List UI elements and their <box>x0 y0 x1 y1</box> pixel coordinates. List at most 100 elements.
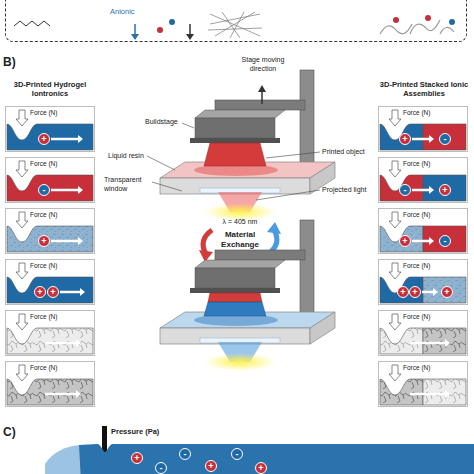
force-arrow <box>389 212 401 228</box>
gel <box>380 328 423 354</box>
ion-circle: + <box>205 460 217 472</box>
stage-top <box>195 260 285 268</box>
motion-arrow <box>410 393 446 396</box>
force-arrow <box>389 263 401 279</box>
force-label: Force (N) <box>30 313 57 320</box>
printer-arm <box>215 100 305 110</box>
force-arrow <box>16 161 28 177</box>
force-arrow <box>16 263 28 279</box>
ionic-band: Pressure (Pa)+--+-+ <box>45 442 474 474</box>
ion-sign: + <box>48 287 58 297</box>
motion-arrow-head <box>429 135 434 143</box>
gel <box>380 277 423 303</box>
gel <box>380 226 423 252</box>
motion-arrow <box>261 91 263 104</box>
ion-dot <box>393 17 399 23</box>
test-panel: Force (N) <box>5 310 95 356</box>
motion-arrow <box>60 291 81 294</box>
vat-front <box>160 178 310 194</box>
build-plate <box>190 288 280 293</box>
gel <box>423 124 466 150</box>
force-arrow <box>389 314 401 330</box>
ion-sign: - <box>400 185 410 195</box>
text-label: Stage moving direction <box>236 56 290 73</box>
test-panel: Force (N) <box>5 361 95 407</box>
exchange-arrow <box>203 230 212 254</box>
text-label: λ = 405 nm <box>215 218 265 227</box>
test-panel: Force (N)+- <box>378 106 468 152</box>
test-panel: Force (N)++ <box>5 259 95 305</box>
ion-dot <box>449 19 455 25</box>
printer-bottom <box>160 220 335 371</box>
test-panel: Force (N)+++ <box>378 259 468 305</box>
force-label: Force (N) <box>30 364 57 371</box>
stage-front <box>195 268 275 288</box>
force-label: Force (N) <box>403 109 430 116</box>
force-arrow <box>389 365 401 381</box>
text-label: C) <box>3 426 16 440</box>
force-arrow <box>16 365 28 381</box>
ion-circle: - <box>439 133 451 145</box>
motion-arrow-head <box>78 186 83 194</box>
text-label: Projected light <box>322 186 366 195</box>
motion-arrow-head <box>78 237 83 245</box>
force-label: Force (N) <box>403 211 430 218</box>
motion-arrow <box>412 138 430 141</box>
ion-sign: + <box>398 287 408 297</box>
test-panel: Force (N) <box>378 310 468 356</box>
motion-arrow <box>412 240 430 243</box>
gel <box>7 379 93 405</box>
ion-sign: + <box>256 463 266 473</box>
ion-sign: - <box>39 185 49 195</box>
ion-circle: + <box>409 286 421 298</box>
test-panel: Force (N)- <box>5 157 95 203</box>
ion-sign: + <box>440 185 450 195</box>
gel <box>380 379 423 405</box>
motion-arrow-head <box>76 339 81 347</box>
vat-front <box>160 328 310 344</box>
ion-circle: + <box>38 133 50 145</box>
gel <box>7 328 93 354</box>
force-label: Force (N) <box>30 211 57 218</box>
motion-arrow-head <box>433 288 438 296</box>
motion-arrow-head <box>258 85 266 92</box>
polymer-brush <box>380 20 454 34</box>
ion-sign: + <box>39 134 49 144</box>
force-arrow <box>16 314 28 330</box>
ion-sign: - <box>440 134 450 144</box>
build-plate <box>190 138 280 143</box>
text-label: Liquid resin <box>108 152 144 161</box>
ion-circle: - <box>439 235 451 247</box>
gel <box>380 124 423 150</box>
ion-sign: + <box>410 287 420 297</box>
motion-arrow <box>45 393 77 396</box>
text-label: 3D-Printed Stacked Ionic Assemblies <box>377 80 471 98</box>
ion-sign: + <box>39 236 49 246</box>
force-arrow <box>389 161 401 177</box>
ion-circle: + <box>441 286 453 298</box>
ion-circle: + <box>47 286 59 298</box>
ion-circle: + <box>131 452 143 464</box>
gel <box>7 226 93 252</box>
gel <box>380 175 423 201</box>
pressure-bar <box>102 426 107 452</box>
ion-sign: + <box>132 453 142 463</box>
test-panel: Force (N) - + <box>378 157 468 203</box>
motion-arrow <box>51 240 79 243</box>
force-label: Force (N) <box>403 364 430 371</box>
gel <box>423 175 466 201</box>
motion-arrow <box>422 291 434 294</box>
printer-tower <box>300 70 314 170</box>
ion-sign: + <box>206 461 216 471</box>
force-arrow <box>16 110 28 126</box>
ion-sign: - <box>180 449 190 459</box>
test-panel: Force (N) + <box>5 208 95 254</box>
reaction-arrow-head <box>186 34 194 40</box>
text-label: Material Exchange <box>214 230 266 249</box>
ion-sign: - <box>232 449 242 459</box>
ion-circle: - <box>399 184 411 196</box>
printer-top <box>160 70 335 221</box>
force-label: Force (N) <box>403 160 430 167</box>
ion-dot <box>157 27 163 33</box>
force-label: Force (N) <box>30 262 57 269</box>
